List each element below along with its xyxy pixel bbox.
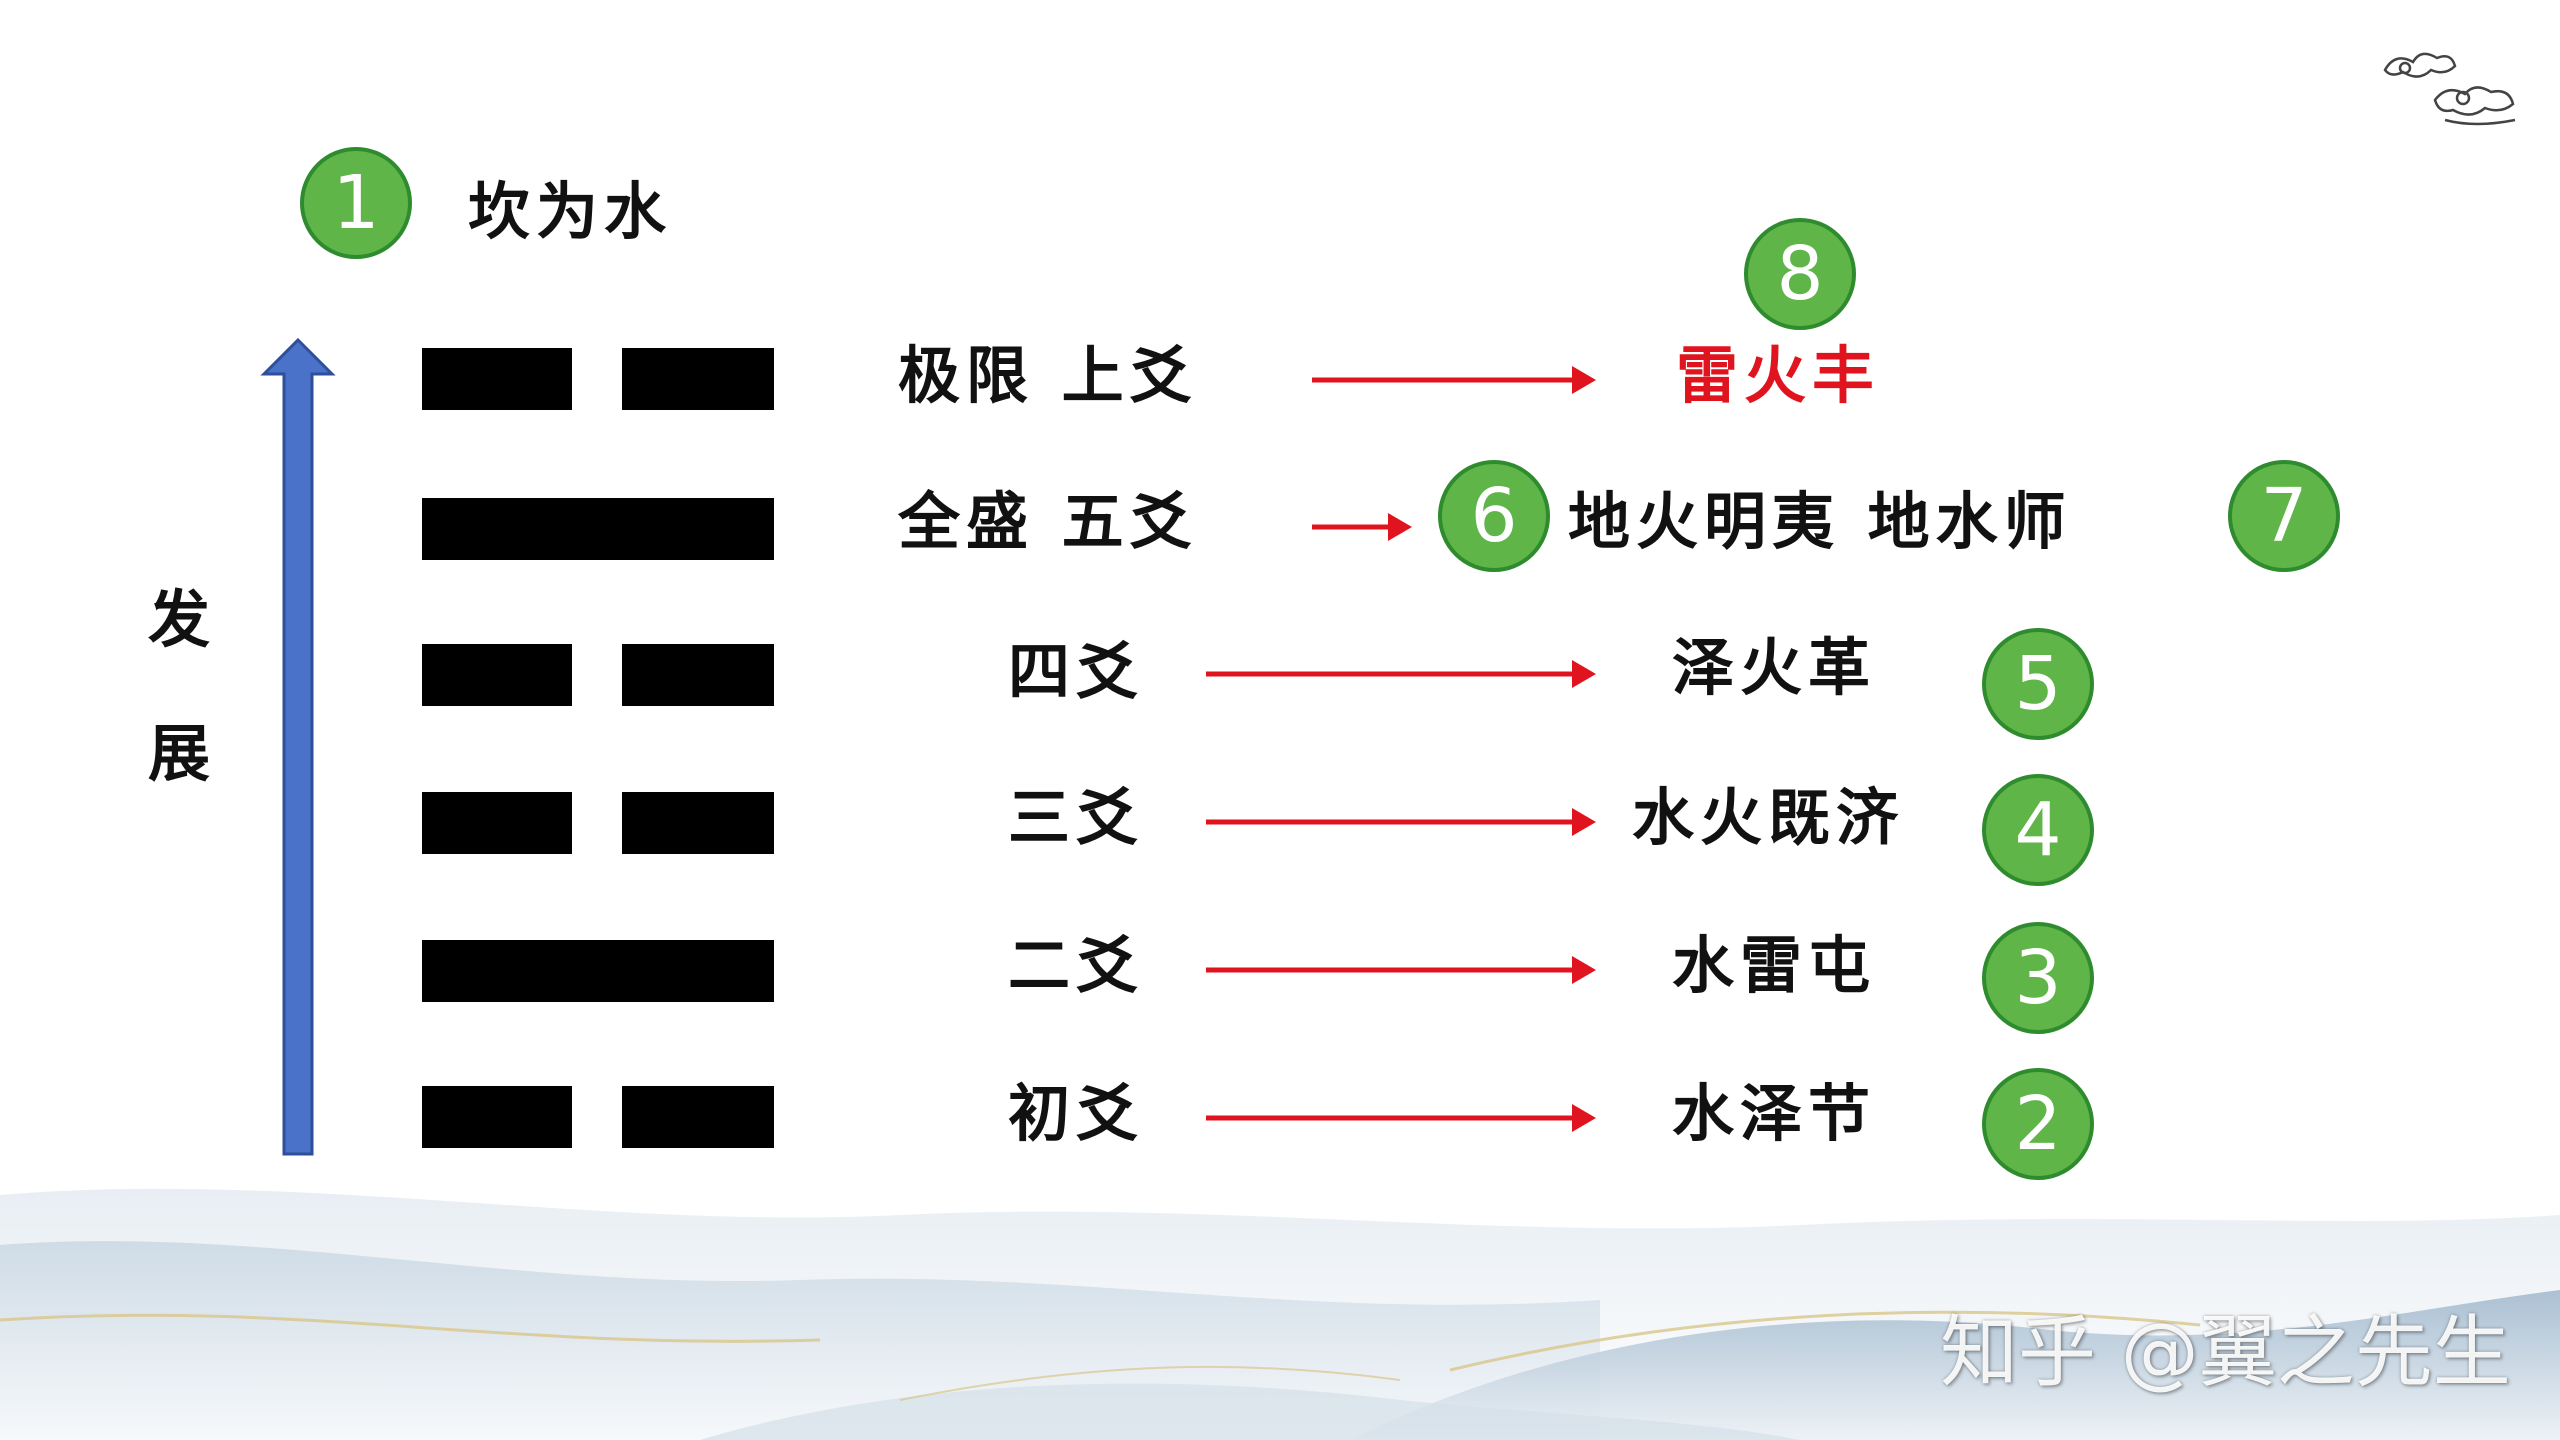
yao-top-right: [622, 348, 774, 410]
badge-2: 2: [1982, 1068, 2094, 1180]
result-fourth: 泽火革: [1672, 631, 1877, 704]
yao-third-right: [622, 792, 774, 854]
row-label-fourth: 四爻: [1008, 635, 1145, 708]
badge-8: 8: [1744, 218, 1856, 330]
badge-4: 4: [1982, 774, 2094, 886]
arrow-first-head: [1572, 1104, 1596, 1132]
side-label-1: 发: [148, 583, 217, 656]
row-label-first: 初爻: [1008, 1077, 1145, 1150]
yao-top-left: [422, 348, 572, 410]
arrow-fourth-head: [1572, 660, 1596, 688]
hexagram-title: 坎为水: [468, 175, 673, 248]
result-first: 水泽节: [1672, 1077, 1877, 1150]
yao-first-left: [422, 1086, 572, 1148]
row-label-third: 三爻: [1008, 781, 1145, 854]
badge-6: 6: [1438, 460, 1550, 572]
arrow-second-head: [1572, 956, 1596, 984]
cloud-icon: [2383, 52, 2516, 126]
badge-7: 7: [2228, 460, 2340, 572]
yao-third-left: [422, 792, 572, 854]
result-fifth: 地火明夷 地水师: [1568, 485, 2072, 558]
arrow-top-head: [1572, 366, 1596, 394]
side-label-2: 展: [148, 717, 217, 790]
row-label-second: 二爻: [1008, 929, 1145, 1002]
badge-3: 3: [1982, 922, 2094, 1034]
yao-fifth: [422, 498, 774, 560]
yao-first-right: [622, 1086, 774, 1148]
result-second: 水雷屯: [1672, 929, 1877, 1002]
yao-second: [422, 940, 774, 1002]
yao-fourth-right: [622, 644, 774, 706]
row-label-top: 极限 上爻: [898, 339, 1198, 412]
result-third: 水火既济: [1632, 781, 1905, 854]
watermark: 知乎 @翼之先生: [1940, 1308, 2511, 1398]
result-top: 雷火丰: [1676, 339, 1881, 412]
badge-1: 1: [300, 147, 412, 259]
yao-fourth-left: [422, 644, 572, 706]
badge-5: 5: [1982, 628, 2094, 740]
arrow-fifth-head: [1388, 513, 1412, 541]
row-label-fifth: 全盛 五爻: [898, 485, 1198, 558]
development-arrow: [260, 337, 336, 1156]
arrow-third-head: [1572, 808, 1596, 836]
